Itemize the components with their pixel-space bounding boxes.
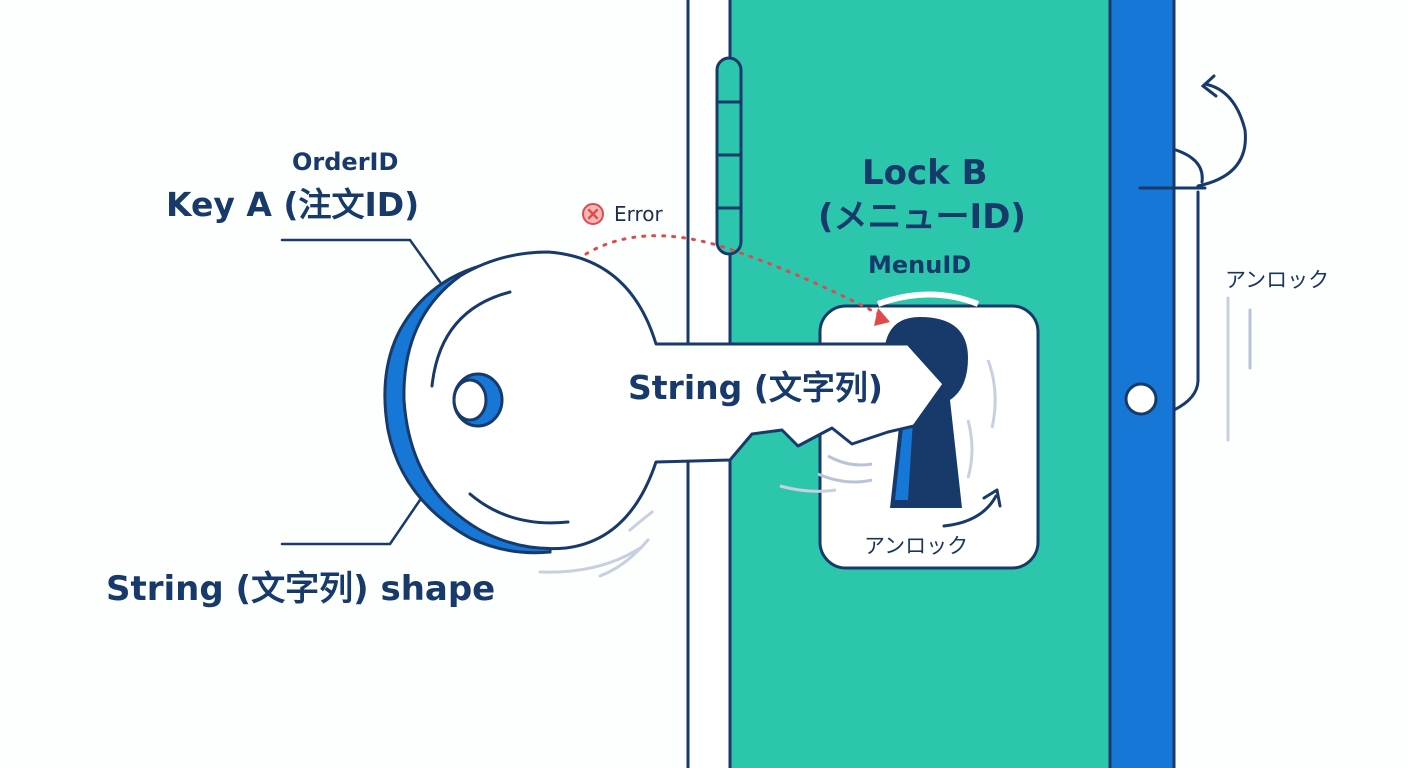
door-handle bbox=[1138, 74, 1252, 442]
lock-name-en: MenuID bbox=[868, 251, 972, 279]
key-name-en: OrderID bbox=[292, 148, 399, 176]
unlock-rotation-arrow bbox=[1196, 82, 1247, 188]
handle-top bbox=[1138, 148, 1207, 190]
lock-label-line1: Lock B bbox=[862, 153, 988, 193]
latch-hole bbox=[1124, 382, 1158, 416]
key-label: Key A (注文ID) bbox=[166, 185, 420, 224]
error-x-circle-icon bbox=[582, 203, 604, 225]
error-mismatch-path bbox=[584, 234, 888, 320]
error-label: Error bbox=[614, 202, 663, 226]
leader-shape-label bbox=[280, 498, 422, 546]
lock-unlock-label: アンロック bbox=[864, 534, 969, 558]
lock-unlock-arrow bbox=[942, 494, 998, 528]
key-bow-and-blade bbox=[402, 250, 946, 551]
key bbox=[383, 250, 946, 578]
key-shape-label: String (文字列) shape bbox=[106, 569, 496, 609]
leader-key-label bbox=[280, 238, 442, 284]
leader-lines bbox=[280, 238, 442, 546]
handle-arc bbox=[1172, 190, 1200, 412]
error-arrow-head bbox=[874, 308, 890, 326]
rotation-arrow-head bbox=[1200, 74, 1218, 98]
lock-plate-glow bbox=[876, 291, 980, 307]
key-type-label: String (文字列) bbox=[628, 368, 883, 407]
lock-label-line2: (メニューID) bbox=[818, 197, 1026, 237]
door-unlock-label: アンロック bbox=[1225, 268, 1330, 292]
